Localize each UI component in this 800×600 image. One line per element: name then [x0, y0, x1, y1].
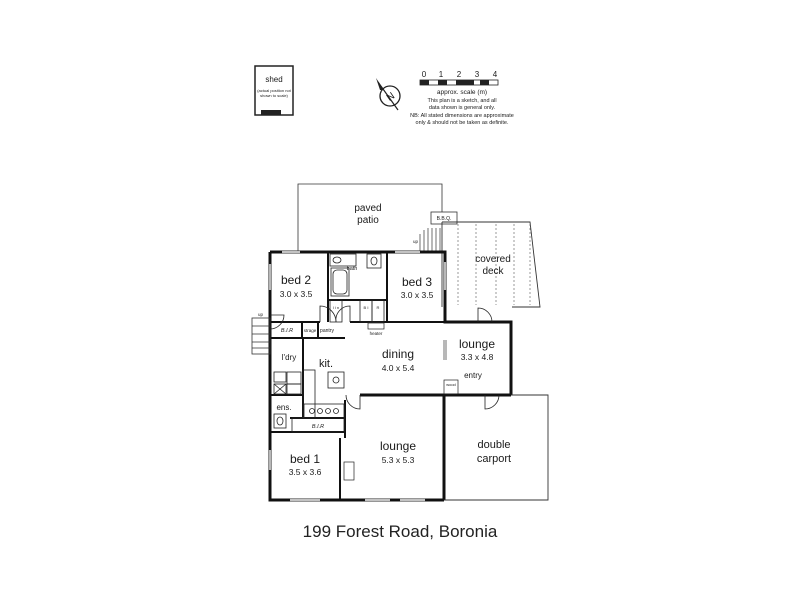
- north-arrow-icon: N: [376, 78, 401, 111]
- patio-label-2: patio: [357, 215, 379, 226]
- scale-tick-1: 1: [439, 70, 444, 79]
- door-swings: [269, 305, 500, 410]
- windows: [268, 250, 447, 502]
- lounge-heater-box: [343, 461, 355, 481]
- bed1-bir-label: B.I.R: [312, 424, 324, 430]
- bath-label: bath: [347, 266, 358, 272]
- side-up-label: up: [258, 312, 264, 317]
- bed2-name: bed 2: [281, 273, 311, 287]
- ensuite-label: ens.: [276, 403, 291, 412]
- heater-icon: [367, 322, 385, 330]
- lounge-lower-dims: 5.3 x 5.3: [382, 455, 415, 465]
- wood-label: wood: [446, 382, 456, 387]
- north-label: N: [385, 91, 397, 104]
- wood-box: [443, 379, 459, 395]
- carport-label-1: double: [477, 439, 510, 451]
- shed-label: shed: [265, 75, 282, 84]
- shed-note-1: (actual position not: [257, 88, 291, 93]
- bed1-bir-box: [291, 417, 345, 433]
- scale-tick-4: 4: [493, 70, 498, 79]
- disclaimer-2: data shown is general only.: [429, 105, 496, 111]
- paved-patio: B.B.Q. paved patio up: [297, 183, 458, 252]
- scale-tick-2: 2: [457, 70, 462, 79]
- lounge-lower-name: lounge: [380, 439, 416, 453]
- bath-fixtures: [329, 253, 382, 297]
- covered-deck: covered deck: [441, 221, 541, 308]
- bed1-dims: 3.5 x 3.6: [289, 467, 322, 477]
- ensuite-fixtures: [273, 413, 287, 429]
- bir-small-2: R: [377, 305, 380, 310]
- pantry-label: pantry: [320, 328, 334, 334]
- property-address: 199 Forest Road, Boronia: [302, 522, 498, 541]
- storage-label: strage: [304, 328, 317, 333]
- double-carport: [444, 394, 549, 501]
- bir-left-label: B.I.R: [281, 328, 293, 334]
- side-steps: [251, 317, 271, 355]
- dining-dims: 4.0 x 5.4: [382, 363, 415, 373]
- laundry-label: l'dry: [282, 353, 296, 362]
- shed-note-2: shown to scale): [260, 93, 288, 98]
- patio-up-label: up: [413, 239, 419, 244]
- heater-label: heater: [370, 331, 383, 336]
- kitchen-label: kit.: [319, 358, 333, 370]
- dining-name: dining: [382, 347, 414, 361]
- deck-label-2: deck: [482, 266, 504, 277]
- carport-label-2: carport: [477, 453, 511, 465]
- scale-tick-0: 0: [422, 70, 427, 79]
- shed: shed (actual position not shown to scale…: [254, 65, 294, 116]
- scale-bar: 0 1 2 3 4 approx. scale (m) This plan is…: [410, 70, 514, 126]
- bbq-label: B.B.Q.: [437, 216, 452, 222]
- scale-tick-3: 3: [475, 70, 480, 79]
- bed1-name: bed 1: [290, 452, 320, 466]
- scale-label: approx. scale (m): [437, 89, 487, 96]
- lounge-upper-name: lounge: [459, 337, 495, 351]
- entry-label: entry: [464, 371, 482, 380]
- patio-label-1: paved: [354, 203, 381, 214]
- bir-small-1: B I: [364, 305, 369, 310]
- disclaimer-1: This plan is a sketch, and all: [427, 98, 496, 104]
- linen-closet-label: l i n: [333, 305, 339, 310]
- bed3-name: bed 3: [402, 275, 432, 289]
- disclaimer-4: only & should not be taken as definite.: [416, 120, 509, 126]
- disclaimer-3: NB: All stated dimensions are approximat…: [410, 113, 514, 119]
- bed2-dims: 3.0 x 3.5: [280, 289, 313, 299]
- bed3-dims: 3.0 x 3.5: [401, 290, 434, 300]
- small-closets: [329, 299, 385, 323]
- lounge-upper-dims: 3.3 x 4.8: [461, 352, 494, 362]
- deck-label-1: covered: [475, 254, 511, 265]
